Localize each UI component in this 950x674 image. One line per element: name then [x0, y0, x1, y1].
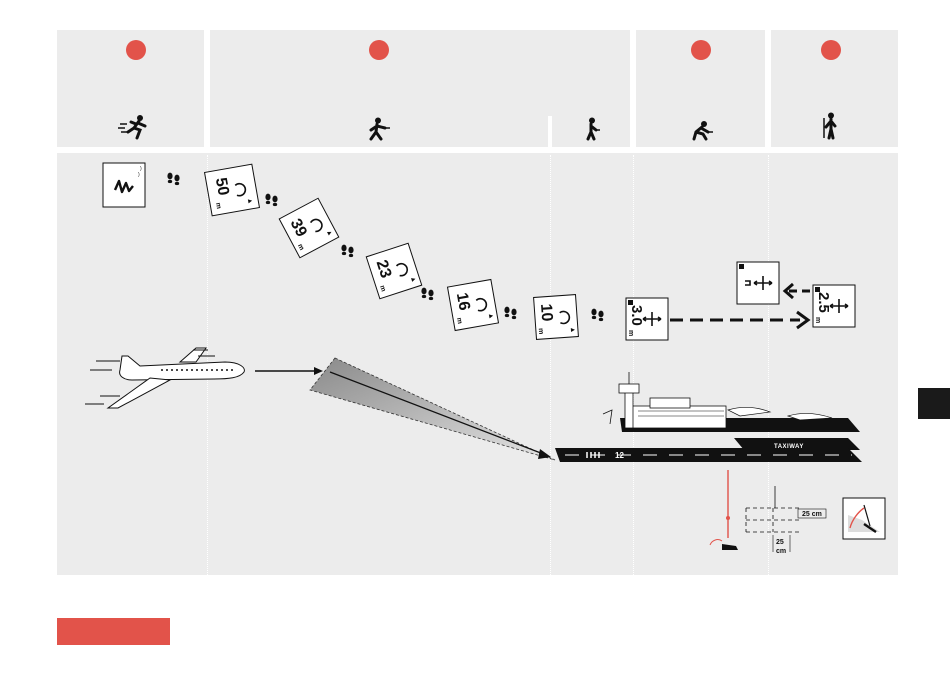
distance-value: 3.0	[628, 305, 645, 326]
footsteps-icon	[341, 245, 353, 258]
grid-vertical-spacing-value: 25	[776, 539, 784, 546]
airplane-icon	[85, 348, 244, 408]
footsteps-icon	[421, 288, 433, 301]
distance-display: 3.0 m	[626, 298, 668, 340]
distance-unit: m	[537, 328, 544, 335]
footsteps-icon	[265, 194, 277, 207]
distance-unit: m	[627, 330, 634, 336]
distance-unit: m	[214, 202, 222, 209]
distance-value: 50	[212, 176, 232, 197]
footsteps-icon	[504, 307, 516, 320]
page-footer-bar	[57, 618, 170, 645]
distance-display: 2.5 m	[813, 285, 855, 327]
distance-value: 2.5	[815, 292, 832, 313]
distance-display	[737, 262, 779, 304]
airport-icon: 12 TAXIWAY	[555, 372, 862, 462]
distance-value: 16	[453, 291, 473, 312]
distance-display: 39 m	[279, 198, 339, 258]
signal-display: ) )	[103, 163, 145, 207]
section-tab	[918, 388, 950, 419]
distance-display: 23 m	[366, 243, 421, 298]
grid-horizontal-spacing: 25 cm	[802, 511, 822, 518]
distance-display: 16 m	[448, 280, 499, 331]
distance-display: 50 m	[205, 164, 260, 216]
distance-unit: m	[455, 317, 463, 324]
distance-value: 10	[537, 303, 555, 322]
runway-number: 12	[615, 451, 624, 460]
distance-unit: m	[814, 317, 821, 323]
probe-angle-inset	[843, 498, 885, 539]
footsteps-icon	[167, 173, 179, 186]
taxiway-label: TAXIWAY	[774, 444, 804, 450]
grid-vertical-spacing-unit: cm	[776, 548, 786, 555]
footsteps-icon	[591, 309, 603, 322]
distance-display: 10 m	[534, 295, 579, 340]
probe-grid: 25 cm 25 cm	[710, 470, 826, 555]
